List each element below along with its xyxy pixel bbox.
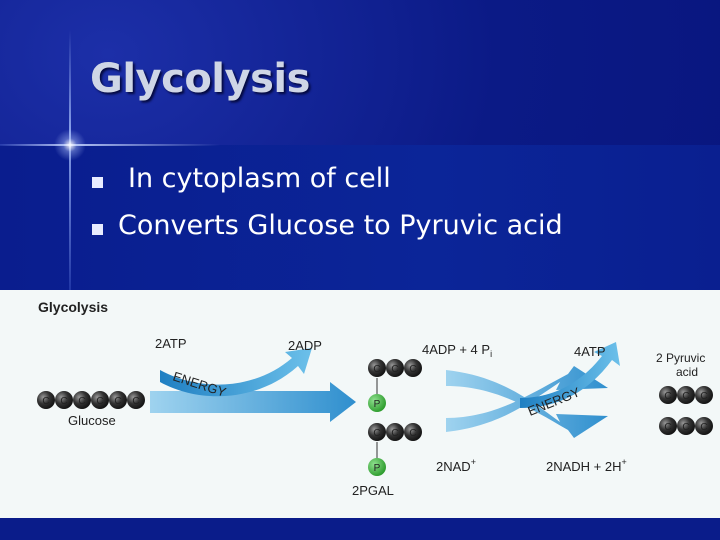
nad-input-label: 2NAD+ bbox=[436, 457, 476, 474]
energy-arc-left bbox=[160, 348, 312, 397]
decorative-sparkle bbox=[54, 129, 86, 161]
glucose-molecule: C C C C C C bbox=[37, 391, 145, 409]
svg-text:C: C bbox=[391, 428, 398, 439]
pgal-label: 2PGAL bbox=[352, 483, 394, 498]
adp-output-label: 2ADP bbox=[288, 338, 322, 353]
pgal-molecule-top: C C C P bbox=[368, 359, 422, 412]
energy-arc-right bbox=[520, 342, 620, 408]
atp-output-label: 4ATP bbox=[574, 344, 606, 359]
svg-text:C: C bbox=[664, 391, 671, 402]
energy-label-right: ENERGY bbox=[526, 384, 583, 419]
bullet-text-2: Converts Glucose to Pyruvic acid bbox=[118, 210, 563, 241]
svg-text:C: C bbox=[700, 422, 707, 433]
slide-title: Glycolysis bbox=[90, 56, 310, 102]
bullet-text-1: In cytoplasm of cell bbox=[128, 163, 391, 194]
svg-text:C: C bbox=[96, 396, 103, 407]
glycolysis-figure: Glycolysis ENERGY ENERGY C C C bbox=[0, 290, 720, 518]
adp-pi-label: 4ADP + 4 Pi bbox=[422, 342, 492, 359]
svg-text:C: C bbox=[373, 364, 380, 375]
svg-text:C: C bbox=[132, 396, 139, 407]
glycolysis-diagram: Glycolysis ENERGY ENERGY C C C bbox=[37, 299, 713, 498]
svg-text:C: C bbox=[42, 396, 49, 407]
nadh-output-label: 2NADH + 2H+ bbox=[546, 457, 627, 474]
pgal-molecule-bottom: C C C P bbox=[368, 423, 422, 476]
pyruvic-label-line1: 2 Pyruvic bbox=[656, 351, 705, 365]
pyruvic-molecule-top: C C C bbox=[659, 386, 713, 404]
decorative-horizontal-line bbox=[0, 144, 220, 146]
glucose-label: Glucose bbox=[68, 413, 116, 428]
bottom-band bbox=[0, 518, 720, 540]
figure-heading: Glycolysis bbox=[38, 299, 108, 315]
svg-text:C: C bbox=[700, 391, 707, 402]
svg-text:C: C bbox=[78, 396, 85, 407]
bullet-square-icon bbox=[92, 177, 103, 188]
atp-input-label: 2ATP bbox=[155, 336, 187, 351]
svg-text:C: C bbox=[373, 428, 380, 439]
svg-text:C: C bbox=[60, 396, 67, 407]
pyruvic-molecule-bottom: C C C bbox=[659, 417, 713, 435]
svg-text:C: C bbox=[409, 364, 416, 375]
bullet-square-icon bbox=[92, 224, 103, 235]
background-band bbox=[0, 145, 720, 295]
pyruvic-label-line2: acid bbox=[676, 365, 698, 379]
svg-text:C: C bbox=[409, 428, 416, 439]
svg-text:C: C bbox=[114, 396, 121, 407]
svg-text:C: C bbox=[664, 422, 671, 433]
svg-text:P: P bbox=[374, 399, 381, 410]
svg-text:C: C bbox=[391, 364, 398, 375]
svg-text:P: P bbox=[374, 463, 381, 474]
svg-text:C: C bbox=[682, 391, 689, 402]
svg-text:C: C bbox=[682, 422, 689, 433]
